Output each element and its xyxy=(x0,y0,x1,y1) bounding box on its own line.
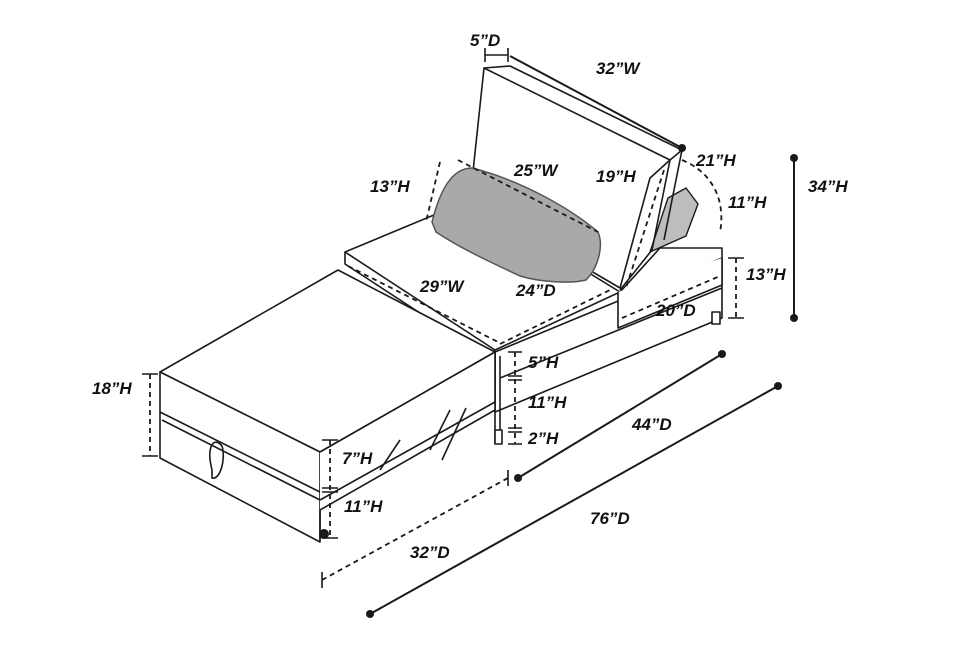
label-seat-depth: 24”D xyxy=(515,281,556,300)
label-total-depth: 76”D xyxy=(590,509,630,528)
label-back-height-above-arm: 21”H xyxy=(695,151,736,170)
label-arm-depth: 20”D xyxy=(655,301,696,320)
label-chair-depth: 44”D xyxy=(631,415,672,434)
label-seat-width: 29”W xyxy=(419,277,465,296)
backrest xyxy=(469,65,683,291)
label-ottoman-depth: 32”D xyxy=(410,543,450,562)
ottoman xyxy=(159,269,496,543)
dimension-lines xyxy=(142,48,798,618)
label-leg-height: 2”H xyxy=(527,429,559,448)
label-ottoman-height: 18”H xyxy=(92,379,132,398)
label-back-width: 32”W xyxy=(596,59,641,78)
label-pillow-width: 25”W xyxy=(513,161,559,180)
label-drawer-height: 11”H xyxy=(344,497,383,516)
label-side-height: 13”H xyxy=(746,265,786,284)
dimension-labels: 5”D 32”W 13”H 25”W 19”H 21”H 11”H 34”H 1… xyxy=(92,31,848,562)
label-drawer-top-height: 7”H xyxy=(342,449,373,468)
armrest xyxy=(617,187,723,329)
label-inner-back-height: 19”H xyxy=(596,167,636,186)
label-armrest-height: 11”H xyxy=(728,193,767,212)
label-base-height: 11”H xyxy=(528,393,567,412)
lumbar-pillow xyxy=(431,167,602,283)
label-pillow-height: 13”H xyxy=(370,177,410,196)
label-back-depth: 5”D xyxy=(470,31,500,50)
label-cushion-height: 5”H xyxy=(528,353,559,372)
back-cushion-side xyxy=(648,187,699,254)
label-total-height: 34”H xyxy=(808,177,848,196)
